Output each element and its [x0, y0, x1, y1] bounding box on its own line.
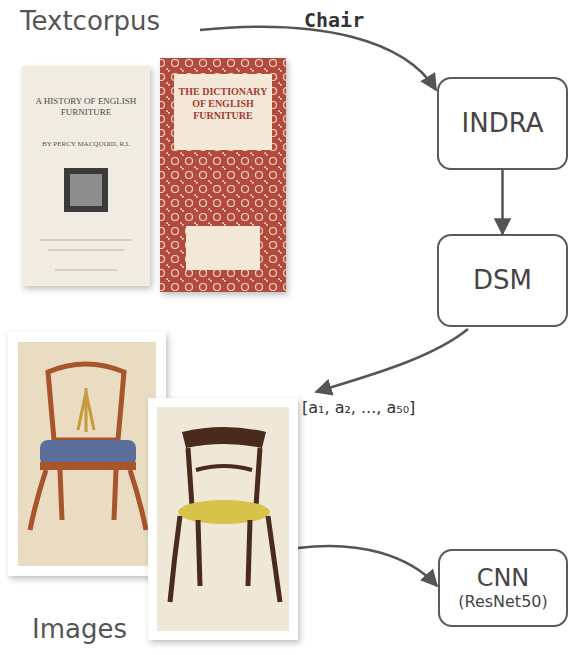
- chair-image: [8, 332, 166, 576]
- book-emblem: [64, 168, 108, 212]
- book-rule: [48, 250, 124, 251]
- book-rule: [40, 240, 132, 241]
- vector-label: [a₁, a₂, ..., a₅₀]: [302, 398, 415, 417]
- process-box: DSM: [437, 234, 568, 327]
- box-title: INDRA: [462, 109, 544, 139]
- process-box: INDRA: [437, 77, 568, 170]
- box-title: DSM: [473, 266, 532, 296]
- book-cover: [160, 58, 286, 292]
- chair-image: [148, 398, 298, 640]
- input-word: Chair: [304, 8, 364, 32]
- section-title: Textcorpus: [20, 6, 160, 37]
- process-box: CNN(ResNet50): [438, 549, 568, 627]
- flow-arrow: [501, 170, 504, 234]
- section-title: Images: [32, 614, 127, 645]
- flow-arrow: [200, 27, 436, 90]
- book-emblem: [70, 174, 102, 206]
- book-cover: [22, 66, 150, 286]
- flow-arrow: [298, 546, 437, 586]
- book-title: THE DICTIONARY OF ENGLISH FURNITURE: [178, 86, 268, 122]
- book-title: A HISTORY OF ENGLISH FURNITURE: [32, 96, 140, 118]
- book-author: BY PERCY MACQUOID, R.I.: [32, 140, 140, 148]
- book-panel: [186, 226, 260, 270]
- flow-arrow: [316, 329, 468, 392]
- box-title: CNN: [477, 565, 530, 593]
- box-subtitle: (ResNet50): [458, 593, 548, 611]
- book-rule: [55, 270, 117, 271]
- book-panel: [174, 74, 272, 150]
